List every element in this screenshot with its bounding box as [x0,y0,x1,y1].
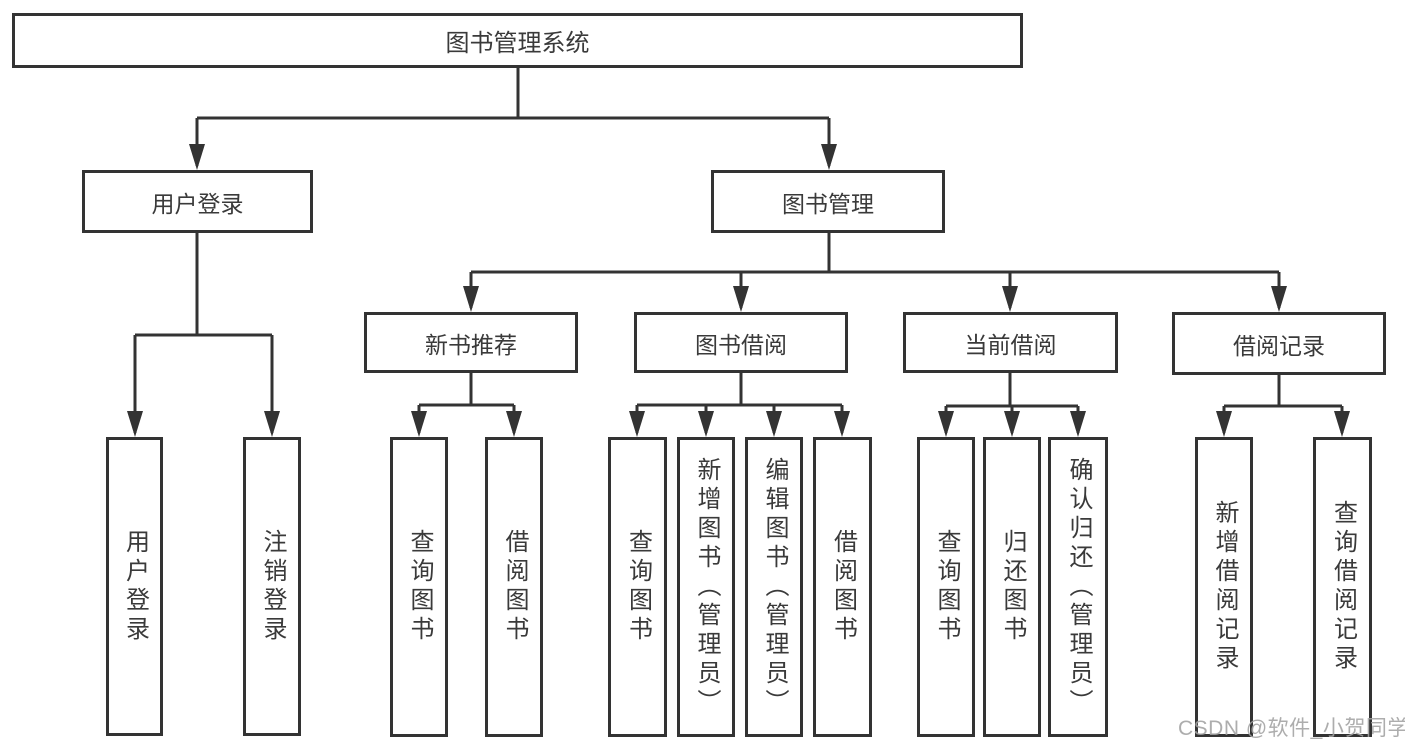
node-library-management-system: 图书管理系统 [12,13,1023,68]
leaf-query-books-3: 查询图书 [917,437,975,737]
leaf-logout: 注销登录 [243,437,301,736]
node-book-borrowing: 图书借阅 [634,312,848,373]
node-user-login-branch: 用户登录 [82,170,313,233]
node-borrowing-records: 借阅记录 [1172,312,1386,375]
csdn-watermark: CSDN @软件_小贺同学 [1178,717,1405,740]
leaf-edit-book-admin: 编辑图书（管理员） [745,437,803,737]
leaf-return-book: 归还图书 [983,437,1041,737]
leaf-confirm-return-admin: 确认归还（管理员） [1048,437,1108,737]
node-book-management-branch: 图书管理 [711,170,945,233]
leaf-add-borrow-record: 新增借阅记录 [1195,437,1253,737]
node-new-book-recommend: 新书推荐 [364,312,578,373]
leaf-borrow-books-1: 借阅图书 [485,437,543,737]
leaf-query-books-2: 查询图书 [608,437,667,737]
leaf-query-books-1: 查询图书 [390,437,448,737]
node-current-borrowing: 当前借阅 [903,312,1118,373]
leaf-user-login: 用户登录 [106,437,163,736]
leaf-borrow-books-2: 借阅图书 [813,437,872,737]
arrowhead-icons [127,144,1350,437]
leaf-query-borrow-record: 查询借阅记录 [1313,437,1372,737]
leaf-add-book-admin: 新增图书（管理员） [677,437,735,737]
